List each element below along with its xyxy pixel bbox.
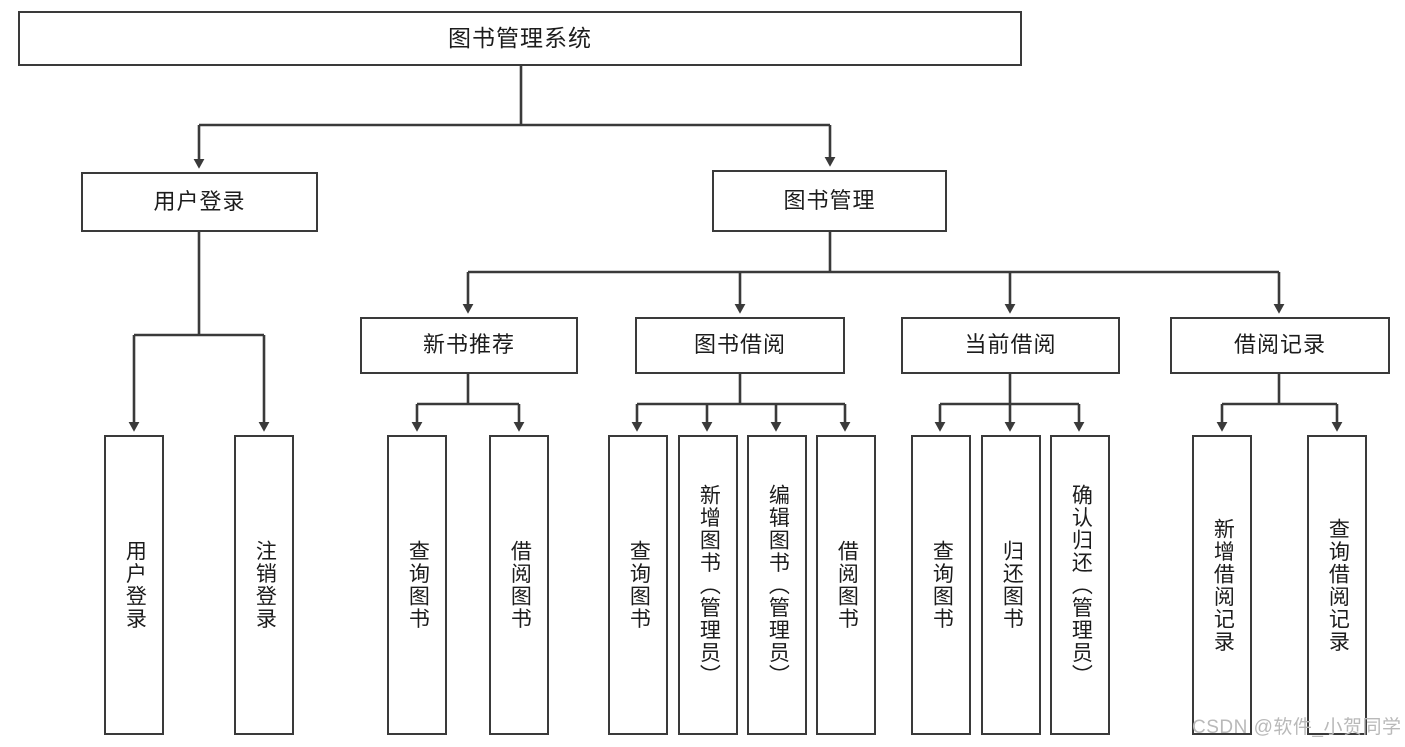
node-label: 借阅图书: [835, 540, 859, 630]
leaf-current-borrow-return[interactable]: 归还图书: [981, 435, 1041, 735]
node-root-system[interactable]: 图书管理系统: [18, 11, 1022, 66]
leaf-book-borrow-add[interactable]: 新增图书（管理员）: [678, 435, 738, 735]
leaf-user-login-signin[interactable]: 用户登录: [104, 435, 164, 735]
node-book-borrow[interactable]: 图书借阅: [635, 317, 845, 374]
leaf-new-book-query[interactable]: 查询图书: [387, 435, 447, 735]
node-new-book-recommend[interactable]: 新书推荐: [360, 317, 578, 374]
node-label: 借阅记录: [1233, 332, 1326, 358]
node-label: 新增借阅记录: [1211, 517, 1235, 653]
node-label: 当前借阅: [964, 332, 1057, 358]
leaf-book-borrow-query[interactable]: 查询图书: [608, 435, 668, 735]
node-current-borrow[interactable]: 当前借阅: [901, 317, 1120, 374]
node-user-login[interactable]: 用户登录: [81, 172, 318, 232]
node-label: 用户登录: [123, 540, 147, 630]
node-label: 新增图书（管理员）: [697, 483, 721, 687]
csdn-watermark: CSDN @软件_小贺同学: [1192, 717, 1402, 738]
node-book-management[interactable]: 图书管理: [712, 170, 947, 232]
node-label: 图书管理系统: [448, 24, 592, 51]
node-label: 图书管理: [783, 187, 876, 213]
leaf-current-borrow-query[interactable]: 查询图书: [911, 435, 971, 735]
node-label: 归还图书: [1000, 540, 1024, 630]
node-label: 新书推荐: [422, 332, 515, 358]
node-label: 查询借阅记录: [1326, 517, 1350, 653]
node-borrow-record[interactable]: 借阅记录: [1170, 317, 1390, 374]
leaf-user-login-signout[interactable]: 注销登录: [234, 435, 294, 735]
leaf-book-borrow-lend[interactable]: 借阅图书: [816, 435, 876, 735]
node-label: 图书借阅: [693, 332, 786, 358]
node-label: 确认归还（管理员）: [1069, 483, 1093, 687]
leaf-borrow-record-query[interactable]: 查询借阅记录: [1307, 435, 1367, 735]
node-label: 查询图书: [627, 540, 651, 630]
leaf-borrow-record-add[interactable]: 新增借阅记录: [1192, 435, 1252, 735]
node-label: 注销登录: [253, 540, 277, 630]
node-label: 编辑图书（管理员）: [766, 483, 790, 687]
leaf-current-borrow-confirm-return[interactable]: 确认归还（管理员）: [1050, 435, 1110, 735]
leaf-new-book-borrow[interactable]: 借阅图书: [489, 435, 549, 735]
node-label: 借阅图书: [508, 540, 532, 630]
node-label: 查询图书: [406, 540, 430, 630]
node-label: 用户登录: [153, 188, 246, 214]
node-label: 查询图书: [930, 540, 954, 630]
leaf-book-borrow-edit[interactable]: 编辑图书（管理员）: [747, 435, 807, 735]
